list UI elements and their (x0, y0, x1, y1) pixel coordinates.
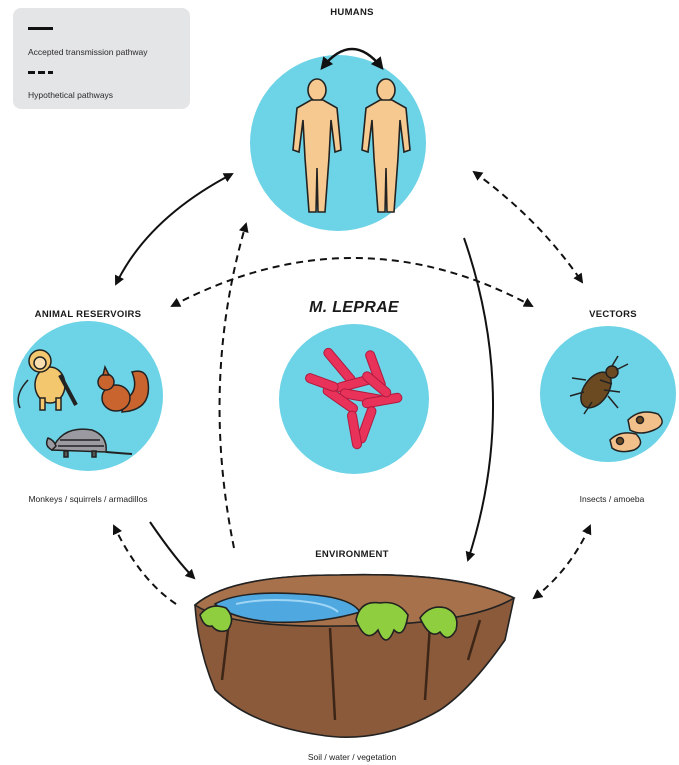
humans-animals-arrow (116, 174, 232, 284)
animals-vectors-arrow (172, 258, 532, 306)
environment-humans-arrow (220, 224, 246, 548)
humans-vectors-arrow (474, 172, 582, 282)
environment-island-icon (195, 575, 514, 738)
environment-animals-arrow (114, 526, 176, 604)
animals-environment-arrow (150, 522, 194, 578)
environment-vectors-arrow (534, 526, 590, 598)
